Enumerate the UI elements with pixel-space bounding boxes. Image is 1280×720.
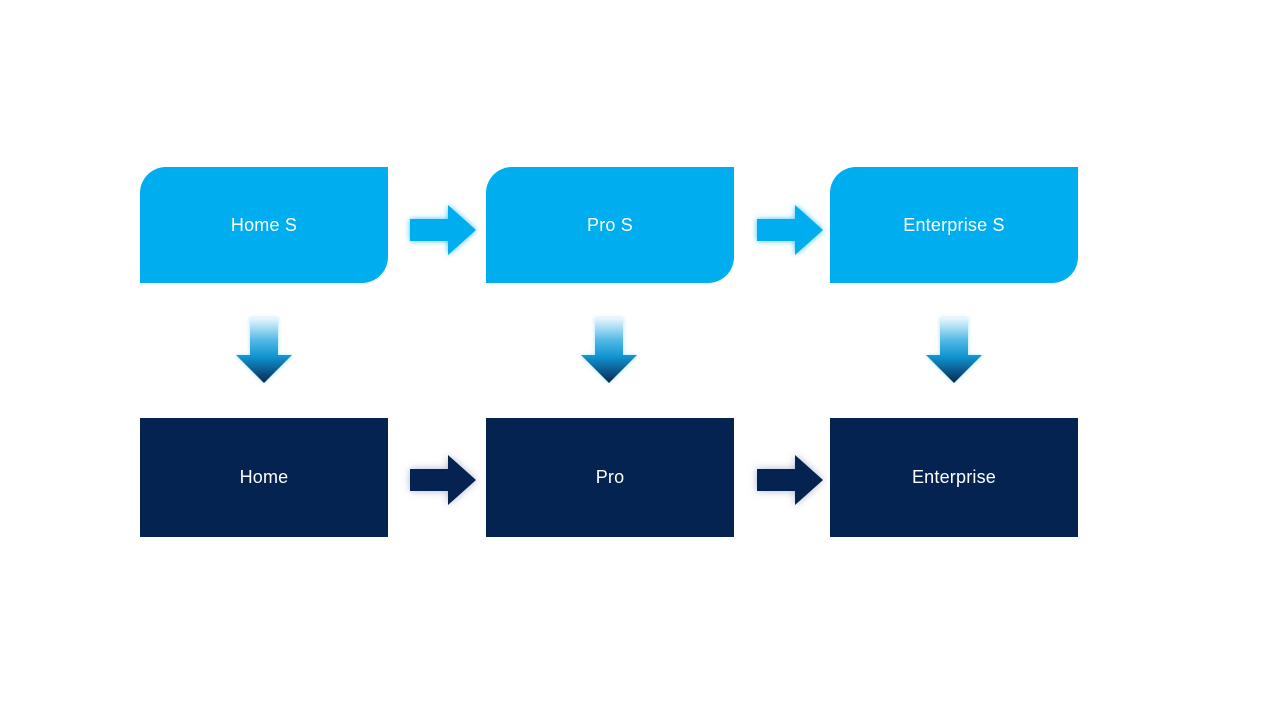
top-box-enterprise-s: Enterprise S	[830, 167, 1078, 283]
top-box-home-s-label: Home S	[230, 214, 298, 235]
bottom-box-pro: Pro	[486, 418, 734, 537]
right-arrow-icon	[757, 205, 823, 255]
top-box-home-s: Home S	[140, 167, 388, 283]
bottom-box-home: Home	[140, 418, 388, 537]
top-box-enterprise-s-label: Enterprise S	[903, 214, 1005, 235]
right-arrow-icon	[410, 205, 476, 255]
top-box-pro-s: Pro S	[486, 167, 734, 283]
bottom-box-enterprise-label: Enterprise	[911, 467, 997, 487]
down-arrow-icon	[581, 318, 637, 383]
down-arrow-icon	[236, 318, 292, 383]
top-box-pro-s-label: Pro S	[586, 214, 634, 235]
right-arrow-icon	[410, 455, 476, 505]
down-arrow-icon	[926, 318, 982, 383]
bottom-box-pro-label: Pro	[595, 467, 625, 487]
right-arrow-icon	[757, 455, 823, 505]
bottom-box-home-label: Home	[239, 467, 289, 487]
bottom-box-enterprise: Enterprise	[830, 418, 1078, 537]
